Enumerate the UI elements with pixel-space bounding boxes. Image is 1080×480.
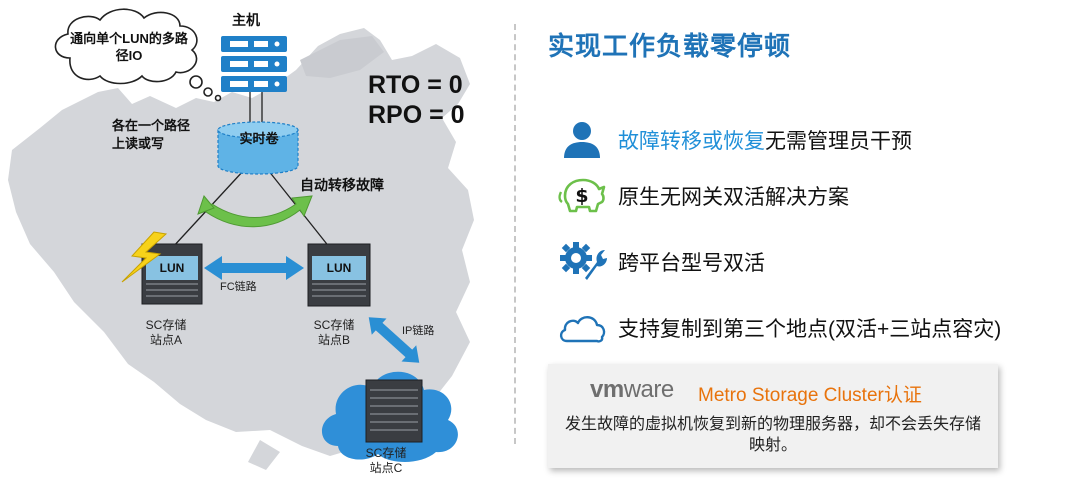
feature-text: 原生无网关双活解决方案 — [618, 186, 849, 209]
site-a-label: SC存储站点A — [145, 318, 187, 347]
failover-arrows-icon — [197, 194, 313, 228]
lun-b-label: LUN — [326, 261, 352, 275]
read-write-note: 各在一个路径上读或写 — [112, 118, 191, 151]
site-c-label: SC存储站点C — [365, 446, 407, 475]
site-c-cloud-icon — [321, 371, 458, 462]
user-icon — [556, 118, 608, 162]
panel-heading: 实现工作负载零停顿 — [548, 31, 792, 61]
fc-link-arrow — [204, 256, 304, 280]
lun-a-label: LUN — [159, 261, 185, 275]
storage-array-b-icon — [307, 243, 371, 307]
live-volume-icon — [217, 121, 299, 175]
feature-item-failover: 故障转移或恢复无需管理员干预 — [556, 118, 1076, 162]
fc-link-label: FC链路 — [220, 281, 257, 293]
ip-link-label: IP链路 — [402, 325, 435, 337]
live-volume-label: 实时卷 — [239, 131, 279, 146]
vmware-logo: vmware — [590, 376, 674, 403]
feature-highlight: 故障转移或恢复 — [618, 130, 765, 153]
svg-text:$: $ — [575, 185, 588, 207]
cloud-icon — [556, 306, 608, 350]
vmware-certification-description: 发生故障的虚拟机恢复到新的物理服务器，却不会丢失存储映射。 — [564, 416, 981, 454]
vmware-certification-title: Metro Storage Cluster认证 — [698, 385, 922, 406]
storage-diagram: 通向单个LUN的多路径IO 主机 RTO = 0 RPO = 0 各在一个路径上… — [0, 0, 510, 480]
rto-label: RTO = 0 — [368, 71, 463, 99]
gear-wrench-icon — [556, 240, 608, 284]
feature-text: 跨平台型号双活 — [618, 252, 765, 275]
feature-text: 无需管理员干预 — [765, 130, 912, 153]
feature-item-third-site: 支持复制到第三个地点(双活+三站点容灾) — [556, 306, 1076, 350]
feature-text: 支持复制到第三个地点(双活+三站点容灾) — [618, 318, 1002, 341]
map-background — [8, 28, 474, 456]
host-server-icon — [221, 36, 287, 92]
ip-link-arrow — [368, 317, 420, 363]
thought-cloud — [54, 8, 222, 102]
multipath-io-note: 通向单个LUN的多路径IO — [70, 31, 188, 63]
feature-item-gatewayless: $ 原生无网关双活解决方案 — [556, 174, 1076, 218]
panel-divider — [514, 24, 516, 444]
auto-failover-label: 自动转移故障 — [300, 177, 384, 193]
site-b-label: SC存储站点B — [313, 318, 355, 347]
rpo-label: RPO = 0 — [368, 101, 465, 129]
vmware-certification-box: vmware Metro Storage Cluster认证 发生故障的虚拟机恢… — [548, 364, 998, 468]
host-label: 主机 — [232, 12, 260, 28]
feature-item-cross-platform: 跨平台型号双活 — [556, 240, 1076, 284]
piggy-bank-dollar-icon: $ — [556, 174, 608, 218]
lightning-icon — [121, 231, 168, 283]
diagram-graphics — [8, 8, 474, 470]
